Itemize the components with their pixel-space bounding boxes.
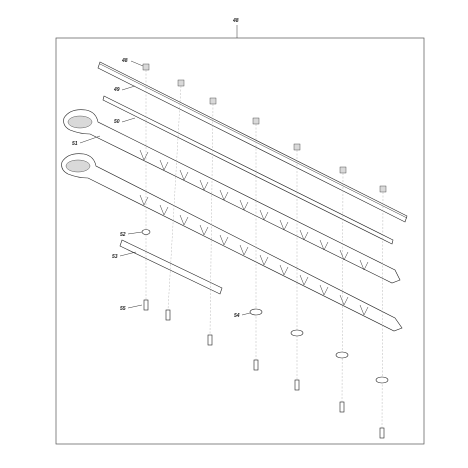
- part-49-blade-bar: [97, 61, 408, 223]
- upper-blade-teeth: [139, 149, 369, 271]
- callout-48-assembly: 48: [232, 18, 239, 24]
- callout-55: 55: [120, 306, 126, 312]
- part-52-54-washers: [141, 229, 389, 384]
- diagram-frame: [55, 37, 425, 445]
- lower-blade: [61, 153, 403, 332]
- callout-48: 48: [121, 58, 128, 64]
- part-53-guide-strip: [119, 239, 223, 295]
- callout-54: 54: [234, 313, 240, 319]
- part-51-upper-blade: [63, 109, 401, 284]
- part-50-plate: [102, 95, 394, 245]
- callout-53: 53: [112, 254, 118, 260]
- part-55-bolts: [143, 299, 385, 439]
- leader-lines: [79, 60, 251, 316]
- callout-51: 51: [72, 141, 78, 147]
- callout-52: 52: [120, 232, 126, 238]
- assembly-axes: [145, 70, 384, 431]
- lower-blade-teeth: [139, 194, 369, 316]
- callout-50: 50: [114, 119, 120, 125]
- callout-49: 49: [113, 87, 120, 93]
